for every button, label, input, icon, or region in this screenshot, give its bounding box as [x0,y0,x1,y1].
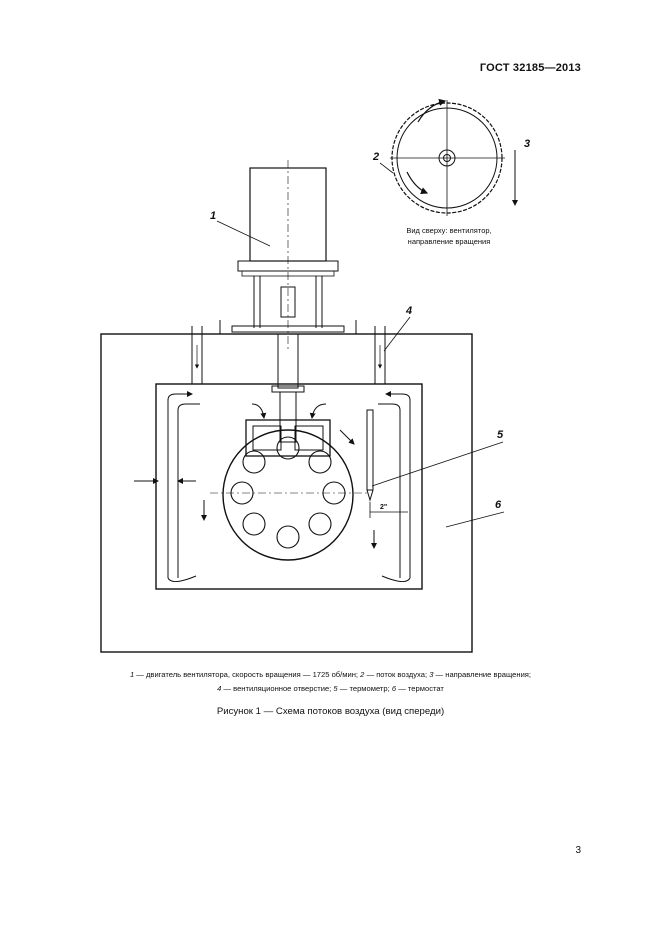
label-4: 4 [405,305,412,317]
fan-housing [245,419,331,457]
distance-label: 2" [380,504,387,511]
fan-caption-line1: Вид сверху: вентилятор, [406,226,491,235]
legend-num: 3 [429,670,434,679]
thermometer [366,409,408,518]
legend-text: — термостат [396,684,444,693]
legend-num: 4 [217,684,222,693]
fan-top-view [390,98,518,216]
sample-drum [210,429,368,561]
legend-text: — поток воздуха; [364,670,430,679]
figure-caption: Рисунок 1 — Схема потоков воздуха (вид с… [216,706,445,717]
air-flow-diagram: 3 2 Вид сверху: вентилятор, направление … [100,98,530,653]
label-3: 3 [524,138,530,150]
label-5: 5 [497,429,504,441]
legend-text: — направление вращения; [433,670,532,679]
label-1: 1 [210,210,216,222]
legend-num: 2 [360,670,365,679]
legend-num: 5 [333,684,338,693]
legend-num: 6 [391,684,397,693]
legend-num: 1 [129,670,135,679]
inner-chamber [155,383,423,590]
page-number: 3 [575,845,581,856]
fan-caption-line2: направление вращения [408,237,491,246]
legend-text: — вентиляционное отверстие; [221,684,334,693]
label-2: 2 [372,151,379,163]
legend-text: — двигатель вентилятора, скорость вращен… [134,670,361,679]
document-code: ГОСТ 32185—2013 [479,62,581,74]
fan-shaft [271,333,305,443]
figure-legend: 1 — двигатель вентилятора, скорость вращ… [60,668,601,696]
legend-text: — термометр; [337,684,392,693]
air-flow-arrows [134,391,411,582]
fan-motor [219,160,357,350]
label-6: 6 [495,499,502,511]
vent-openings [191,326,386,384]
legend-line-1: 1 — двигатель вентилятора, скорость вращ… [60,668,601,682]
legend-line-2: 4 — вентиляционное отверстие; 5 — термом… [60,682,601,696]
